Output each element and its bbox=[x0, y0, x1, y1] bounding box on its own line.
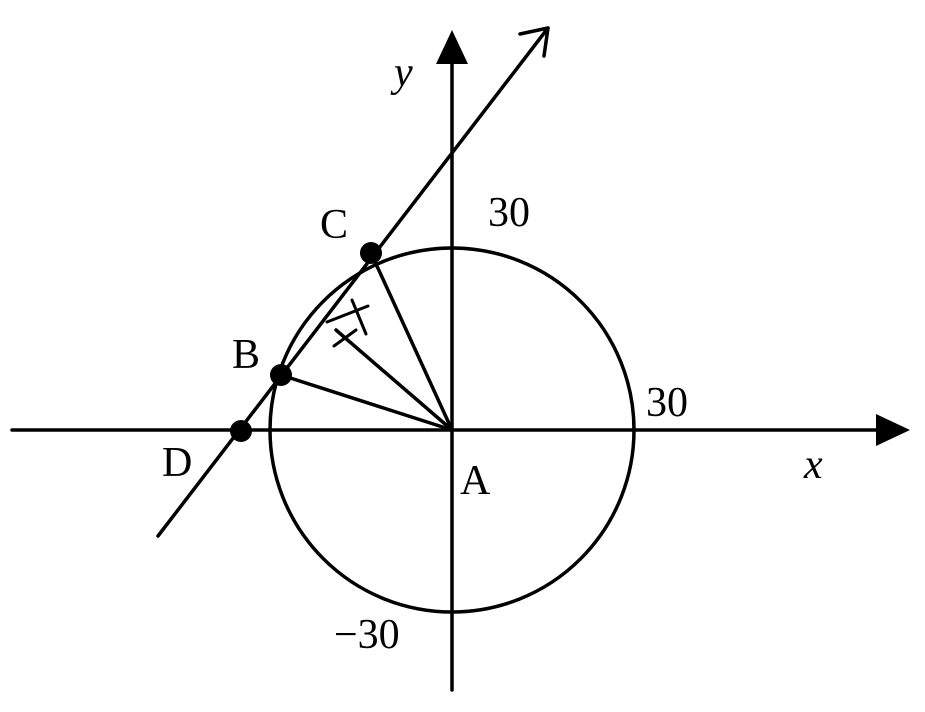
label-center-a: A bbox=[460, 458, 491, 504]
point-d bbox=[230, 420, 252, 442]
tick-label-y-top: 30 bbox=[488, 190, 530, 236]
label-point-d: D bbox=[162, 440, 192, 486]
secant-line bbox=[156, 26, 550, 538]
segment-ab bbox=[279, 373, 454, 432]
x-axis-arrowhead bbox=[876, 414, 910, 446]
segment-ac bbox=[369, 251, 454, 432]
perpendicular-tick bbox=[332, 328, 358, 348]
y-axis-label: y bbox=[390, 50, 413, 96]
point-c bbox=[360, 242, 382, 264]
right-angle-mark-base bbox=[325, 304, 370, 324]
perpendicular-segment bbox=[334, 328, 454, 432]
point-b bbox=[270, 364, 292, 386]
tick-label-x-right: 30 bbox=[646, 380, 688, 426]
label-point-b: B bbox=[232, 332, 260, 378]
secant-line-arrowhead bbox=[518, 26, 550, 58]
y-axis-arrowhead bbox=[436, 30, 468, 64]
label-point-c: C bbox=[320, 202, 348, 248]
tick-label-y-bottom: −30 bbox=[334, 612, 400, 658]
x-axis-label: x bbox=[803, 442, 823, 488]
circle bbox=[268, 246, 636, 614]
right-angle-mark-stem bbox=[350, 298, 368, 336]
